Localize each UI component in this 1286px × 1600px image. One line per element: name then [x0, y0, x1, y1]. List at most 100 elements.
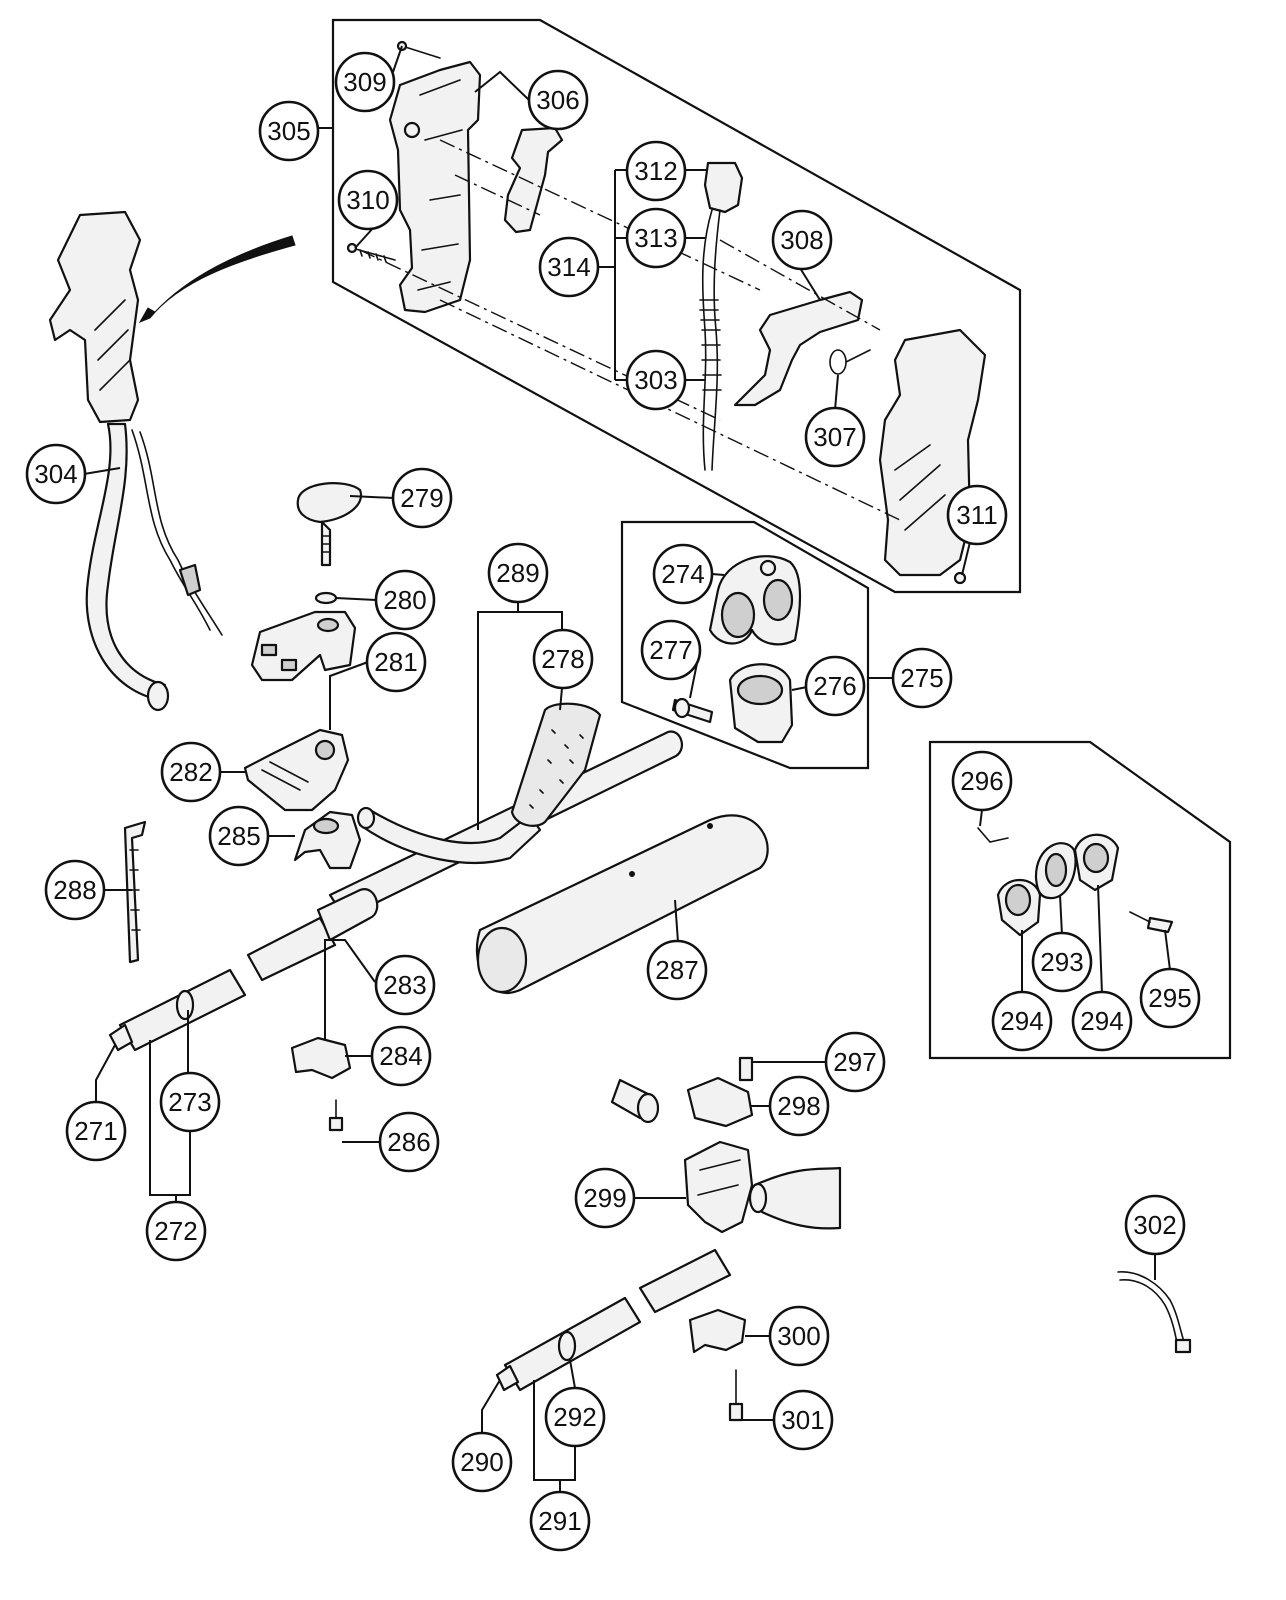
shaft-tube: [328, 730, 684, 920]
grip-278: [510, 702, 602, 827]
callout-label: 274: [661, 559, 704, 589]
clamp-cover-281: [250, 610, 357, 682]
callout-305: 305: [258, 100, 320, 162]
callout-label: 310: [346, 185, 389, 215]
callout-271: 271: [65, 1100, 127, 1162]
callout-label: 294: [1080, 1006, 1123, 1036]
callout-294-rear: 294: [1071, 990, 1133, 1052]
callout-292: 292: [544, 1386, 606, 1448]
callout-304: 304: [25, 443, 87, 505]
clamp-276: [728, 663, 794, 744]
clamp-284: [290, 1036, 352, 1080]
callout-293: 293: [1031, 931, 1093, 993]
lower-handle-tube: [748, 1166, 842, 1230]
screw-309: [396, 40, 441, 59]
spring-307: [829, 349, 871, 375]
handle-clamp-282: [243, 728, 350, 812]
callout-281: 281: [365, 631, 427, 693]
callout-298: 298: [768, 1075, 830, 1137]
handle-clamp-lower-285: [293, 810, 362, 870]
callout-label: 289: [496, 558, 539, 588]
callout-label: 303: [634, 365, 677, 395]
callout-label: 281: [374, 647, 417, 677]
callout-label: 301: [781, 1405, 824, 1435]
callout-label: 309: [343, 67, 386, 97]
callout-278: 278: [532, 628, 594, 690]
callout-309: 309: [334, 51, 396, 113]
ring-293: [1034, 842, 1077, 900]
callout-294-front: 294: [991, 990, 1053, 1052]
callout-label: 314: [547, 252, 590, 282]
callout-301: 301: [772, 1389, 834, 1451]
throttle-trigger-308: [733, 290, 864, 407]
callout-label: 276: [813, 671, 856, 701]
callout-label: 311: [956, 500, 997, 530]
callout-label: 283: [383, 970, 426, 1000]
washer-280: [314, 591, 338, 605]
cable-302: [1117, 1271, 1192, 1354]
switch-312: [703, 161, 744, 214]
callout-272: 272: [145, 1200, 207, 1262]
callout-label: 286: [387, 1127, 430, 1157]
callout-label: 282: [169, 757, 212, 787]
callout-283: 283: [374, 954, 436, 1016]
throttle-handle-304: [48, 210, 223, 712]
callout-label: 307: [813, 422, 856, 452]
bolt-277: [671, 697, 714, 724]
callout-label: 284: [379, 1041, 422, 1071]
callout-313: 313: [625, 207, 687, 269]
protector-sleeve-287: [475, 814, 769, 994]
knob-279: [296, 482, 363, 567]
callout-299: 299: [574, 1167, 636, 1229]
assembly-arrow: [138, 235, 296, 323]
callout-label: 313: [634, 223, 677, 253]
clamp-274: [708, 555, 802, 646]
callout-308: 308: [771, 209, 833, 271]
clamp-298: [686, 1076, 754, 1128]
callout-label: 308: [780, 225, 823, 255]
callout-label: 312: [634, 156, 677, 186]
clamp-299: [683, 1140, 754, 1234]
callout-312: 312: [625, 140, 687, 202]
callout-306: 306: [527, 69, 589, 131]
callout-275: 275: [891, 647, 953, 709]
callout-label: 272: [154, 1216, 197, 1246]
callout-label: 275: [900, 663, 943, 693]
clamp-294-front: [996, 879, 1042, 937]
callout-label: 294: [1000, 1006, 1043, 1036]
callout-277: 277: [640, 619, 702, 681]
callout-label: 271: [74, 1116, 117, 1146]
callout-290: 290: [451, 1431, 513, 1493]
cable-tie-288: [123, 820, 147, 964]
callout-286: 286: [378, 1111, 440, 1173]
callout-288: 288: [44, 859, 106, 921]
throttle-handle-kit-frame: [331, 18, 1022, 594]
callout-label: 297: [833, 1047, 876, 1077]
callout-label: 285: [217, 821, 260, 851]
throttle-lock-lever-306: [503, 126, 564, 234]
callout-label: 304: [34, 459, 77, 489]
callout-label: 292: [553, 1402, 596, 1432]
clamp-300: [688, 1308, 747, 1354]
callout-307: 307: [804, 406, 866, 468]
handle-case-left: [388, 60, 482, 314]
callout-label: 306: [536, 85, 579, 115]
callout-303: 303: [625, 349, 687, 411]
tube-end: [610, 1078, 660, 1124]
bolt-286: [328, 1099, 344, 1132]
callout-302: 302: [1124, 1194, 1186, 1256]
callout-285: 285: [208, 805, 270, 867]
clamp-294-rear: [1073, 833, 1120, 892]
callout-310: 310: [337, 169, 399, 231]
callout-276: 276: [804, 655, 866, 717]
callout-label: 288: [53, 875, 96, 905]
bushing-283: [316, 888, 379, 942]
drive-shaft-290-292: [495, 1248, 732, 1392]
wiring-harness-313: [699, 209, 722, 471]
drive-shaft-271-273: [108, 916, 337, 1052]
callout-label: 277: [649, 635, 692, 665]
callout-273: 273: [159, 1071, 221, 1133]
callout-label: 273: [168, 1087, 211, 1117]
callout-label: 293: [1040, 947, 1083, 977]
